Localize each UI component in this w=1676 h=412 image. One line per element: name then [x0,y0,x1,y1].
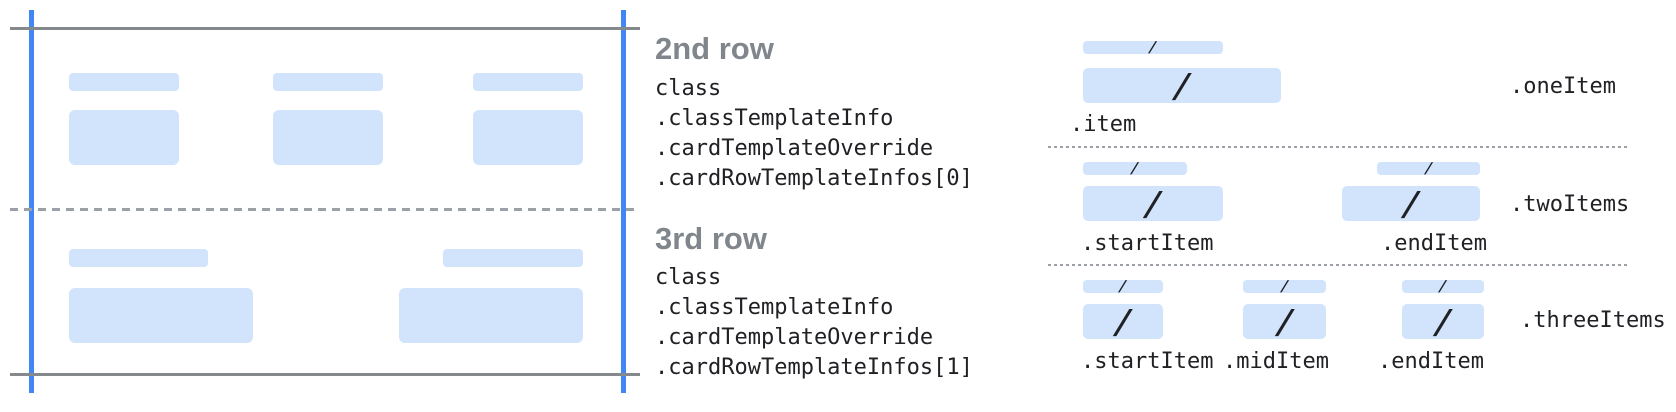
start-item-field-label: .startItem [1081,231,1214,256]
start-item-value-bar: / [1083,302,1163,341]
row2-col3-label-placeholder [473,73,583,91]
card-left-edge-line [29,10,34,393]
row3-col1-label-placeholder [69,249,208,267]
slash-glyph: / [1437,277,1449,295]
row2-col2-field-placeholder [273,110,383,165]
slash-glyph: / [1110,302,1136,341]
slash-glyph: / [1278,277,1291,295]
mid-item-field-label: .midItem [1223,349,1329,374]
row3-path-line: .cardTemplateOverride [655,325,934,350]
start-item-value-bar: / [1083,184,1223,223]
row3-class-path: class .classTemplateInfo .cardTemplateOv… [655,263,973,383]
row3-path-line: .cardRowTemplateInfos[1] [655,355,973,380]
slash-glyph: / [1129,159,1141,177]
layout-divider-dotted-line [1048,146,1630,148]
card-right-edge-line [621,10,626,393]
item-label-bar: / [1083,38,1223,56]
end-item-field-label: .endItem [1381,231,1487,256]
one-item-row-label: .oneItem [1510,74,1616,99]
row2-col1-field-placeholder [69,110,179,165]
row3-path-line: .classTemplateInfo [655,295,894,320]
row2-class-path: class .classTemplateInfo .cardTemplateOv… [655,74,973,194]
row3-col2-label-placeholder [443,249,583,267]
row2-path-line: .classTemplateInfo [655,106,894,131]
three-items-row-label: .threeItems [1520,308,1666,333]
slash-glyph: / [1140,184,1166,223]
slash-glyph: / [1430,302,1456,341]
slash-glyph: / [1117,277,1129,295]
two-items-row-label: .twoItems [1510,192,1630,217]
item-field-label: .item [1070,112,1137,137]
slash-glyph: / [1398,184,1424,223]
end-item-label-bar: / [1377,159,1480,177]
row3-path-line: class [655,265,722,290]
row2-col1-label-placeholder [69,73,179,91]
start-item-label-bar: / [1083,159,1187,177]
row3-col2-field-placeholder [399,288,583,343]
slash-glyph: / [1271,302,1298,341]
row2-path-line: class [655,76,722,101]
end-item-value-bar: / [1342,184,1480,223]
end-item-label-bar: / [1402,277,1484,295]
slash-glyph: / [1422,159,1435,177]
start-item-label-bar: / [1083,277,1163,295]
row2-col3-field-placeholder [473,110,583,165]
row3-heading: 3rd row [655,221,767,256]
start-item-field-label: .startItem [1081,349,1214,374]
row2-heading: 2nd row [655,31,774,66]
row2-col2-label-placeholder [273,73,383,91]
card-bottom-line [10,373,640,376]
mid-item-value-bar: / [1243,302,1326,341]
item-value-bar: / [1083,66,1281,105]
end-item-value-bar: / [1402,302,1484,341]
row2-path-line: .cardRowTemplateInfos[0] [655,166,973,191]
end-item-field-label: .endItem [1378,349,1484,374]
mid-item-label-bar: / [1243,277,1326,295]
row-divider-dashed-line [10,208,640,211]
row3-col1-field-placeholder [69,288,253,343]
slash-glyph: / [1169,66,1195,105]
card-top-line [10,27,640,30]
slash-glyph: / [1147,38,1159,56]
row2-path-line: .cardTemplateOverride [655,136,934,161]
layout-divider-dotted-line [1048,264,1630,266]
